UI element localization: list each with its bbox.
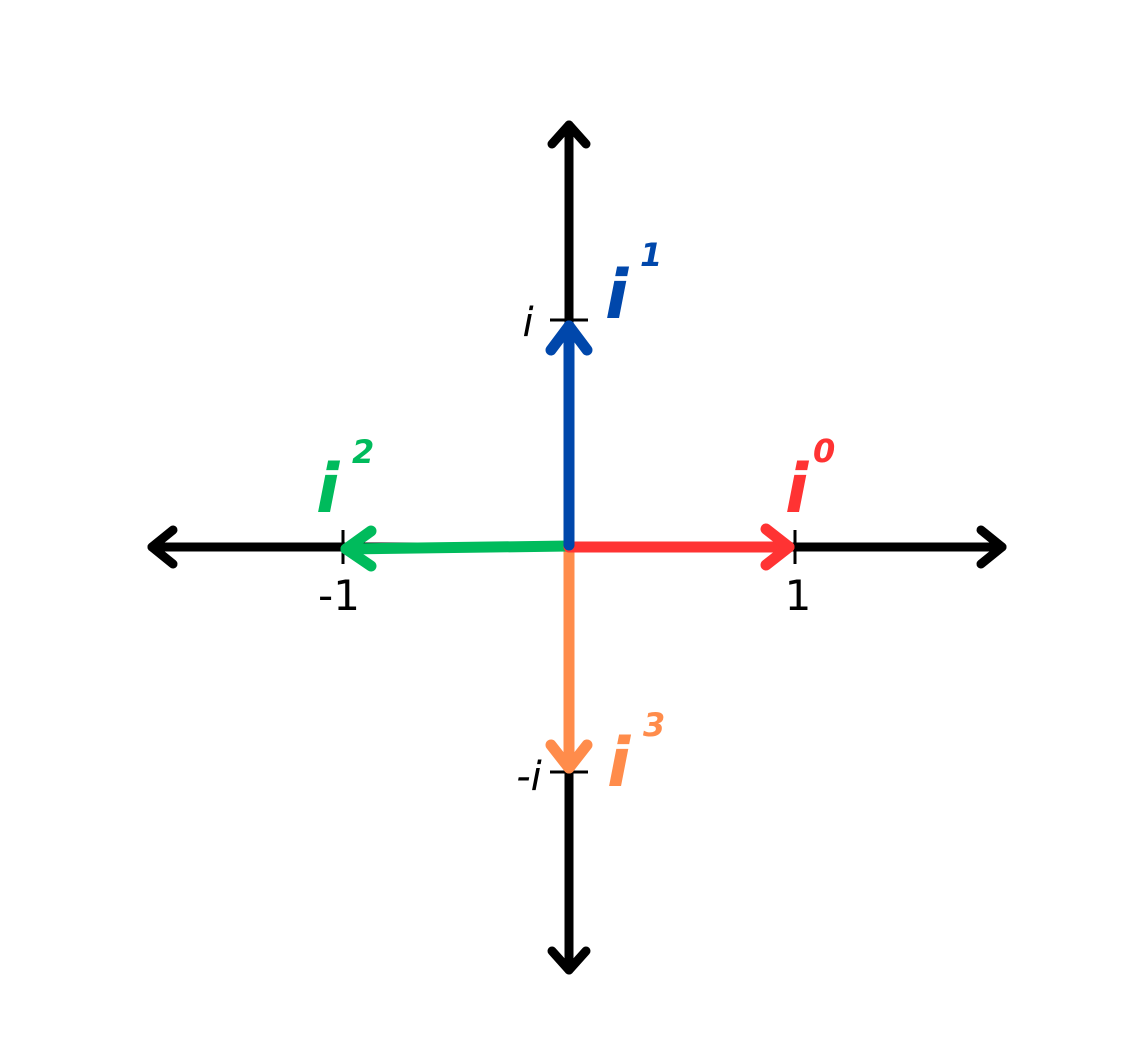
vector-i1-arrowhead xyxy=(545,320,593,356)
vector-i-power-0 xyxy=(563,523,795,571)
label-i-power-1: i 1 xyxy=(605,236,662,335)
vector-i-power-2 xyxy=(340,525,575,572)
label-i2-base: i xyxy=(316,450,341,529)
real-axis-left-arrowhead xyxy=(147,525,178,569)
label-i0-base: i xyxy=(785,450,810,529)
label-i-power-3: i 3 xyxy=(607,706,665,803)
label-i0-exponent: 0 xyxy=(813,432,835,470)
imaginary-axis-top-arrowhead xyxy=(547,120,591,149)
tick-label-negative-real: -1 xyxy=(318,571,360,620)
label-i3-base: i xyxy=(607,724,632,803)
vector-i2-shaft xyxy=(340,540,575,555)
tick-label-positive-imag: i xyxy=(522,300,533,346)
vector-i3-arrowhead xyxy=(545,739,593,774)
vector-i0-arrowhead xyxy=(760,523,795,571)
label-i1-base: i xyxy=(605,256,630,335)
imaginary-axis-bottom-arrowhead xyxy=(547,946,591,975)
vector-i2-arrowhead xyxy=(340,525,377,572)
vector-i-power-1 xyxy=(545,320,593,551)
label-i-power-2: i 2 xyxy=(316,433,374,529)
label-i2-exponent: 2 xyxy=(352,433,374,471)
label-i1-exponent: 1 xyxy=(640,236,662,274)
tick-label-negative-imag: -i xyxy=(516,754,542,800)
label-i-power-0: i 0 xyxy=(785,432,835,529)
tick-label-positive-real: 1 xyxy=(785,571,812,620)
vector-i-power-3 xyxy=(545,543,593,774)
label-i3-exponent: 3 xyxy=(643,706,665,744)
real-axis-right-arrowhead xyxy=(976,525,1007,569)
